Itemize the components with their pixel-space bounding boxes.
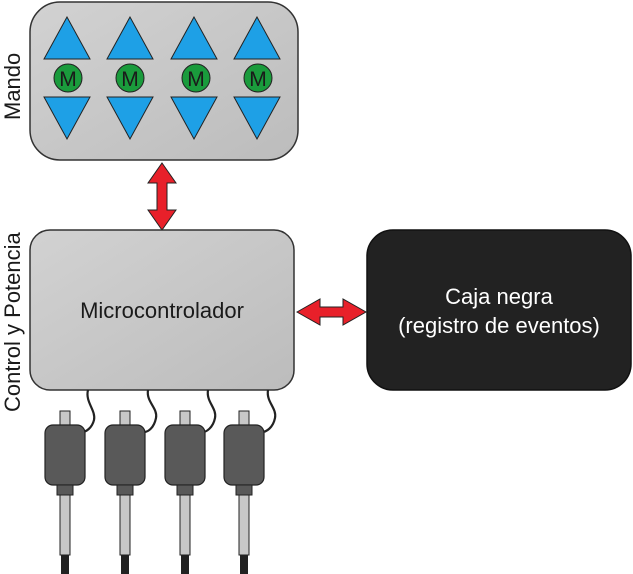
down-arrow-icon[interactable]	[106, 96, 154, 141]
microcontroller-label: Microcontrolador	[80, 298, 244, 323]
bidirectional-arrow-icon	[295, 298, 368, 326]
actuator	[164, 410, 206, 574]
control-label: Control y Potencia	[0, 231, 25, 412]
down-arrow-icon[interactable]	[43, 96, 91, 141]
motor-icon	[181, 63, 211, 93]
motor-icon	[115, 63, 145, 93]
up-arrow-icon[interactable]	[43, 15, 91, 60]
up-arrow-icon[interactable]	[233, 15, 281, 60]
black-box	[366, 229, 632, 391]
up-arrow-icon[interactable]	[106, 15, 154, 60]
mando-label: Mando	[0, 53, 25, 120]
mando-panel	[29, 1, 299, 161]
black-box-subtitle: (registro de eventos)	[398, 313, 600, 338]
mando-controls: M M M M	[43, 15, 281, 141]
actuator	[223, 410, 265, 574]
motor-label: M	[187, 68, 205, 91]
black-box-title: Caja negra	[445, 284, 553, 309]
actuator	[104, 410, 146, 574]
microcontroller-box	[29, 229, 295, 391]
motor-label: M	[121, 68, 139, 91]
actuators	[44, 410, 265, 574]
down-arrow-icon[interactable]	[170, 96, 218, 141]
bidirectional-arrow-icon	[147, 162, 177, 231]
down-arrow-icon[interactable]	[233, 96, 281, 141]
motor-label: M	[59, 68, 77, 91]
motor-icon	[53, 63, 83, 93]
actuator-cables	[81, 389, 277, 434]
motor-label: M	[249, 68, 267, 91]
up-arrow-icon[interactable]	[170, 15, 218, 60]
motor-icon	[243, 63, 273, 93]
actuator	[44, 410, 86, 574]
